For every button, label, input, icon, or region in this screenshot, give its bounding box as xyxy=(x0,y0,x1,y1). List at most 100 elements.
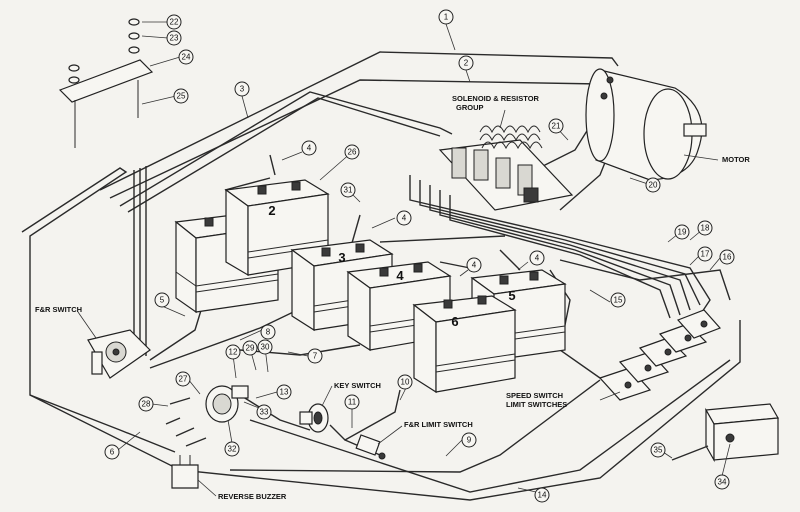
hardware-washers xyxy=(68,18,140,84)
battery-number: 4 xyxy=(396,268,404,283)
callout-2: 2 xyxy=(458,55,474,71)
callout-35: 35 xyxy=(650,442,666,458)
svg-text:27: 27 xyxy=(179,375,188,384)
callout-16: 16 xyxy=(719,249,735,265)
callout-23: 23 xyxy=(166,30,182,46)
solenoid-group-label-2: GROUP xyxy=(456,103,484,112)
callout-7: 7 xyxy=(307,348,323,364)
svg-text:13: 13 xyxy=(280,388,289,397)
battery-2: 2 xyxy=(224,179,330,277)
callout-13: 13 xyxy=(276,384,292,400)
callout-4b: 4 xyxy=(396,210,412,226)
svg-text:32: 32 xyxy=(228,445,237,454)
screws xyxy=(165,397,207,447)
svg-text:15: 15 xyxy=(614,296,623,305)
callout-15: 15 xyxy=(610,292,626,308)
callout-22: 22 xyxy=(166,14,182,30)
reverse-buzzer xyxy=(171,455,199,489)
fr-switch xyxy=(87,329,151,379)
callout-20: 20 xyxy=(645,177,661,193)
callouts: 1 2 3 4 4 4 4 5 6 7 8 9 10 11 12 13 14 1… xyxy=(104,9,735,503)
callout-21: 21 xyxy=(548,118,564,134)
svg-text:7: 7 xyxy=(313,352,318,361)
mounting-bracket xyxy=(58,59,154,148)
svg-text:1: 1 xyxy=(444,13,449,22)
svg-text:4: 4 xyxy=(535,254,540,263)
reverse-buzzer-label: REVERSE BUZZER xyxy=(218,492,287,501)
svg-text:4: 4 xyxy=(472,261,477,270)
callout-10: 10 xyxy=(397,374,413,390)
callout-33: 33 xyxy=(256,404,272,420)
callout-28: 28 xyxy=(138,396,154,412)
callout-29: 29 xyxy=(242,340,258,356)
callout-27: 27 xyxy=(175,371,191,387)
svg-text:33: 33 xyxy=(260,408,269,417)
motor-label: MOTOR xyxy=(722,155,750,164)
svg-text:18: 18 xyxy=(701,224,710,233)
svg-text:24: 24 xyxy=(182,53,191,62)
svg-text:4: 4 xyxy=(307,144,312,153)
svg-text:5: 5 xyxy=(160,296,165,305)
svg-text:28: 28 xyxy=(142,400,151,409)
limit-switches-label: LIMIT SWITCHES xyxy=(506,400,567,409)
key-switch-label: KEY SWITCH xyxy=(334,381,381,390)
svg-text:12: 12 xyxy=(229,348,238,357)
battery-number: 6 xyxy=(451,314,458,329)
callout-8: 8 xyxy=(260,324,276,340)
callout-31: 31 xyxy=(340,182,356,198)
component-labels: SOLENOID & RESISTOR GROUP MOTOR F&R SWIT… xyxy=(35,94,750,501)
speed-controller-disc xyxy=(205,385,249,423)
callout-32: 32 xyxy=(224,441,240,457)
callout-12: 12 xyxy=(225,344,241,360)
svg-text:23: 23 xyxy=(170,34,179,43)
callout-14: 14 xyxy=(534,487,550,503)
svg-text:34: 34 xyxy=(718,478,727,487)
callout-1: 1 xyxy=(438,9,454,25)
battery-number: 2 xyxy=(268,203,275,218)
callout-11: 11 xyxy=(344,394,360,410)
svg-text:17: 17 xyxy=(701,250,710,259)
solenoid-resistor-group xyxy=(438,125,574,211)
callout-4a: 4 xyxy=(301,140,317,156)
callout-9: 9 xyxy=(461,432,477,448)
callout-17: 17 xyxy=(697,246,713,262)
solenoid-group-label: SOLENOID & RESISTOR xyxy=(452,94,540,103)
callout-24: 24 xyxy=(178,49,194,65)
battery-number: 5 xyxy=(508,288,515,303)
label-leaders xyxy=(77,109,719,497)
fr-limit-switch-label: F&R LIMIT SWITCH xyxy=(404,420,473,429)
svg-text:3: 3 xyxy=(240,85,245,94)
callout-26: 26 xyxy=(344,144,360,160)
svg-text:31: 31 xyxy=(344,186,353,195)
motor xyxy=(585,68,707,181)
svg-text:11: 11 xyxy=(348,398,357,407)
fr-limit-switch xyxy=(355,434,386,460)
fr-switch-label: F&R SWITCH xyxy=(35,305,82,314)
svg-text:9: 9 xyxy=(467,436,472,445)
speed-switch-assembly xyxy=(598,309,722,401)
svg-text:25: 25 xyxy=(177,92,186,101)
svg-text:30: 30 xyxy=(261,343,270,352)
battery-6: 6 xyxy=(412,295,517,394)
callout-19: 19 xyxy=(674,224,690,240)
svg-text:6: 6 xyxy=(110,448,115,457)
svg-text:20: 20 xyxy=(649,181,658,190)
callout-18: 18 xyxy=(697,220,713,236)
svg-text:8: 8 xyxy=(266,328,271,337)
svg-text:21: 21 xyxy=(552,122,561,131)
callout-3: 3 xyxy=(234,81,250,97)
svg-text:10: 10 xyxy=(401,378,410,387)
callout-34: 34 xyxy=(714,474,730,490)
svg-text:22: 22 xyxy=(170,18,179,27)
callout-6: 6 xyxy=(104,444,120,460)
svg-text:4: 4 xyxy=(402,214,407,223)
callout-30: 30 xyxy=(257,339,273,355)
svg-text:35: 35 xyxy=(654,446,663,455)
svg-text:16: 16 xyxy=(723,253,732,262)
svg-text:29: 29 xyxy=(246,344,255,353)
callout-25: 25 xyxy=(173,88,189,104)
callout-4d: 4 xyxy=(466,257,482,273)
svg-text:14: 14 xyxy=(538,491,547,500)
callout-4c: 4 xyxy=(529,250,545,266)
